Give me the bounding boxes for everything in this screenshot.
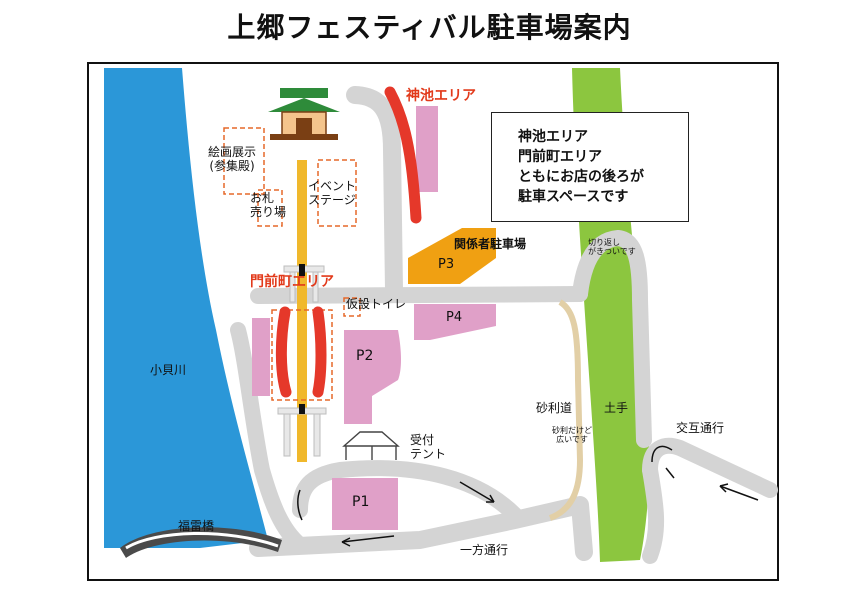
note-line: 駐車スペースです bbox=[518, 189, 629, 205]
one-way-label: 一方通行 bbox=[460, 543, 509, 557]
gravel-road bbox=[548, 299, 584, 521]
stage-label: イベント ステージ bbox=[308, 179, 357, 208]
turnaround-note: 切り返し がきついです bbox=[588, 238, 636, 256]
bridge bbox=[120, 527, 282, 558]
staff-parking-label: 関係者駐車場 bbox=[454, 237, 527, 251]
exhibit-label-line: 絵画展示 bbox=[208, 145, 257, 159]
gravel-note-line: 広いです bbox=[556, 435, 588, 445]
river-label: 小貝川 bbox=[150, 363, 187, 377]
tent-icon bbox=[342, 431, 400, 460]
note-line: 神池エリア bbox=[518, 129, 588, 145]
note-line: ともにお店の後ろが bbox=[518, 169, 644, 185]
gravel-road-label: 砂利道 bbox=[536, 401, 573, 415]
toilet-label: 仮設トイレ bbox=[346, 297, 407, 311]
staff-parking bbox=[408, 228, 496, 284]
page-title: 上郷フェスティバル駐車場案内 bbox=[227, 11, 632, 44]
facility-outlines bbox=[223, 127, 361, 401]
torii-marker bbox=[299, 264, 305, 276]
embankment-label: 土手 bbox=[604, 401, 629, 415]
parking-label-p3: P3 bbox=[438, 257, 455, 272]
stage-label-line: ステージ bbox=[308, 192, 356, 207]
roads bbox=[230, 86, 778, 564]
reception-label-line: テント bbox=[410, 446, 447, 461]
reception-label: 受付 テント bbox=[410, 433, 447, 462]
info-note: 神池エリア 門前町エリア ともにお店の後ろが 駐車スペースです bbox=[491, 112, 689, 222]
parking-areas bbox=[252, 106, 496, 530]
parking-label-p4: P4 bbox=[446, 310, 463, 325]
note-line: 門前町エリア bbox=[518, 149, 602, 165]
river bbox=[104, 68, 268, 548]
parking-label-p1: P1 bbox=[352, 494, 370, 510]
reception-label-line: 受付 bbox=[410, 433, 435, 447]
amulet-label-line: 売り場 bbox=[250, 204, 287, 219]
exhibit-label-line: (参集殿) bbox=[209, 158, 255, 173]
torii-marker bbox=[299, 404, 305, 414]
approach-path bbox=[297, 160, 307, 462]
one-way-arrow-icon bbox=[297, 445, 759, 547]
shrine-icon bbox=[268, 88, 340, 140]
turnaround-note-line: がきついです bbox=[588, 247, 636, 257]
parking-label-p2: P2 bbox=[356, 348, 374, 364]
shop-areas bbox=[275, 86, 422, 398]
amulet-label-line: お札 bbox=[250, 191, 275, 205]
gravel-note: 砂利だけど 広いです bbox=[552, 426, 592, 444]
stage-label-line: イベント bbox=[308, 179, 357, 193]
bridge-label: 福雷橋 bbox=[178, 519, 215, 533]
gravel-note-line: 砂利だけど bbox=[552, 426, 592, 435]
two-way-label: 交互通行 bbox=[676, 421, 725, 435]
exhibit-label: 絵画展示 (参集殿) bbox=[208, 145, 257, 174]
amulet-label: お札 売り場 bbox=[250, 191, 287, 220]
turnaround-note-line: 切り返し bbox=[588, 238, 620, 247]
area-label-monzen: 門前町エリア bbox=[250, 274, 334, 290]
area-label-kamiike: 神池エリア bbox=[406, 88, 476, 104]
